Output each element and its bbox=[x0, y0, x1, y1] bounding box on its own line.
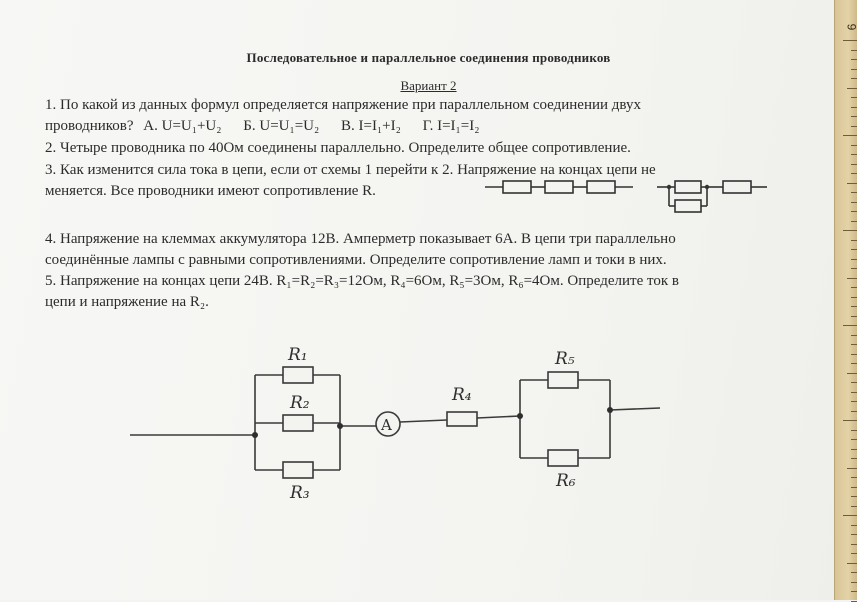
ruler-tick bbox=[851, 363, 857, 364]
ruler-tick bbox=[851, 201, 857, 203]
ruler-tick bbox=[843, 515, 857, 516]
ruler-tick bbox=[851, 477, 857, 478]
ruler-tick bbox=[851, 78, 857, 79]
question-1-line-1: 1. По какой из данных формул определяетс… bbox=[45, 97, 642, 113]
question-3-line-2: меняется. Все проводники имеют сопротивл… bbox=[45, 183, 376, 199]
question-1-line-2: проводников? А. U=U₁+U₂ Б. U=U₁=U₂ В. I=… bbox=[45, 117, 479, 135]
ruler-tick bbox=[851, 97, 857, 98]
option-d: Г. I=I₁=I₂ bbox=[422, 118, 480, 134]
ruler-tick bbox=[851, 173, 857, 174]
ruler-tick bbox=[851, 154, 857, 155]
ruler-tick bbox=[847, 87, 857, 89]
question-1-prefix: проводников? bbox=[45, 118, 134, 134]
ruler-tick bbox=[843, 230, 857, 231]
circuit-diagram: A R₁ R₂ R₃ R₄ R₅ R₆ bbox=[130, 345, 661, 503]
label-r5: R₅ bbox=[554, 349, 575, 369]
option-c: В. I=I₁+I₂ bbox=[341, 118, 401, 134]
ruler-tick bbox=[851, 268, 857, 269]
resistor-r6 bbox=[547, 449, 579, 467]
ruler-tick bbox=[851, 239, 857, 241]
ruler-tick bbox=[851, 496, 857, 497]
ruler-tick bbox=[843, 420, 857, 421]
ruler-tick bbox=[851, 543, 857, 545]
ruler-tick bbox=[847, 372, 857, 374]
question-4-line-2: соединённые лампы с равными сопротивлени… bbox=[45, 252, 667, 268]
ruler-tick bbox=[851, 220, 857, 222]
ruler-tick bbox=[851, 59, 857, 60]
label-r1: R₁ bbox=[287, 345, 308, 365]
ruler-tick bbox=[851, 106, 857, 108]
ruler-tick bbox=[851, 334, 857, 336]
worksheet-title: Последовательное и параллельное соединен… bbox=[246, 50, 611, 65]
ruler-tick bbox=[851, 344, 857, 345]
ruler: 9 bbox=[834, 0, 857, 602]
ruler-tick bbox=[851, 192, 857, 193]
ruler-tick bbox=[851, 429, 857, 431]
question-2-line-1: 2. Четыре проводника по 40Ом соединены п… bbox=[45, 140, 631, 156]
question-5-line-2: цепи и напряжение на R₂. bbox=[45, 294, 209, 310]
ruler-tick bbox=[851, 458, 857, 459]
ruler-tick bbox=[847, 467, 857, 469]
ruler-tick bbox=[851, 163, 857, 165]
ruler-tick bbox=[847, 277, 857, 279]
resistor-r4 bbox=[446, 411, 478, 427]
ruler-tick bbox=[851, 534, 857, 535]
ruler-tick bbox=[851, 382, 857, 383]
ruler-tick bbox=[851, 572, 857, 573]
resistor-r2 bbox=[282, 414, 314, 432]
ruler-tick bbox=[851, 524, 857, 526]
variant-label: Вариант 2 bbox=[400, 78, 457, 93]
ruler-tick bbox=[843, 40, 857, 41]
ammeter-label: A bbox=[380, 416, 392, 434]
resistor-r3 bbox=[282, 461, 314, 479]
ruler-tick bbox=[851, 353, 857, 355]
ruler-tick bbox=[851, 391, 857, 393]
ruler-tick bbox=[851, 144, 857, 146]
option-a: А. U=U₁+U₂ bbox=[143, 118, 222, 134]
ruler-tick bbox=[851, 401, 857, 402]
ruler-tick bbox=[847, 562, 857, 564]
ruler-tick bbox=[851, 486, 857, 488]
ruler-tick bbox=[851, 410, 857, 412]
ruler-tick bbox=[851, 581, 857, 583]
question-3-line-1: 3. Как изменится сила тока в цепи, если … bbox=[45, 162, 656, 178]
option-b: Б. U=U₁=U₂ bbox=[243, 118, 320, 134]
question-5-line-1: 5. Напряжение на концах цепи 24В. R₁=R₂=… bbox=[45, 273, 679, 289]
label-r4: R₄ bbox=[451, 385, 472, 405]
ruler-tick bbox=[851, 600, 857, 602]
label-r6: R₆ bbox=[555, 471, 576, 491]
ruler-tick bbox=[843, 325, 857, 326]
ruler-tick bbox=[851, 448, 857, 450]
scheme-diagrams bbox=[485, 180, 767, 213]
ruler-tick bbox=[851, 287, 857, 288]
ruler-tick bbox=[851, 553, 857, 554]
ruler-tick bbox=[847, 182, 857, 184]
question-4-line-1: 4. Напряжение на клеммах аккумулятора 12… bbox=[45, 231, 676, 247]
ruler-tick bbox=[851, 591, 857, 592]
ruler-tick bbox=[843, 135, 857, 136]
ruler-tick bbox=[851, 306, 857, 307]
ruler-tick bbox=[851, 116, 857, 117]
ruler-tick bbox=[851, 296, 857, 298]
ruler-tick bbox=[851, 49, 857, 51]
scheme-2 bbox=[657, 180, 767, 213]
ruler-tick bbox=[851, 258, 857, 260]
ruler-tick bbox=[851, 249, 857, 250]
ruler-tick bbox=[851, 68, 857, 70]
ruler-tick bbox=[851, 439, 857, 440]
scheme-1 bbox=[485, 180, 633, 194]
ruler-tick bbox=[851, 211, 857, 212]
resistor-r5 bbox=[547, 371, 579, 389]
ruler-number: 9 bbox=[845, 24, 857, 31]
resistor-r1 bbox=[282, 366, 314, 384]
ammeter-circle bbox=[375, 411, 401, 437]
label-r3: R₃ bbox=[289, 483, 310, 503]
ruler-tick bbox=[851, 505, 857, 507]
label-r2: R₂ bbox=[289, 393, 310, 413]
ruler-tick bbox=[851, 125, 857, 127]
ruler-tick bbox=[851, 315, 857, 317]
